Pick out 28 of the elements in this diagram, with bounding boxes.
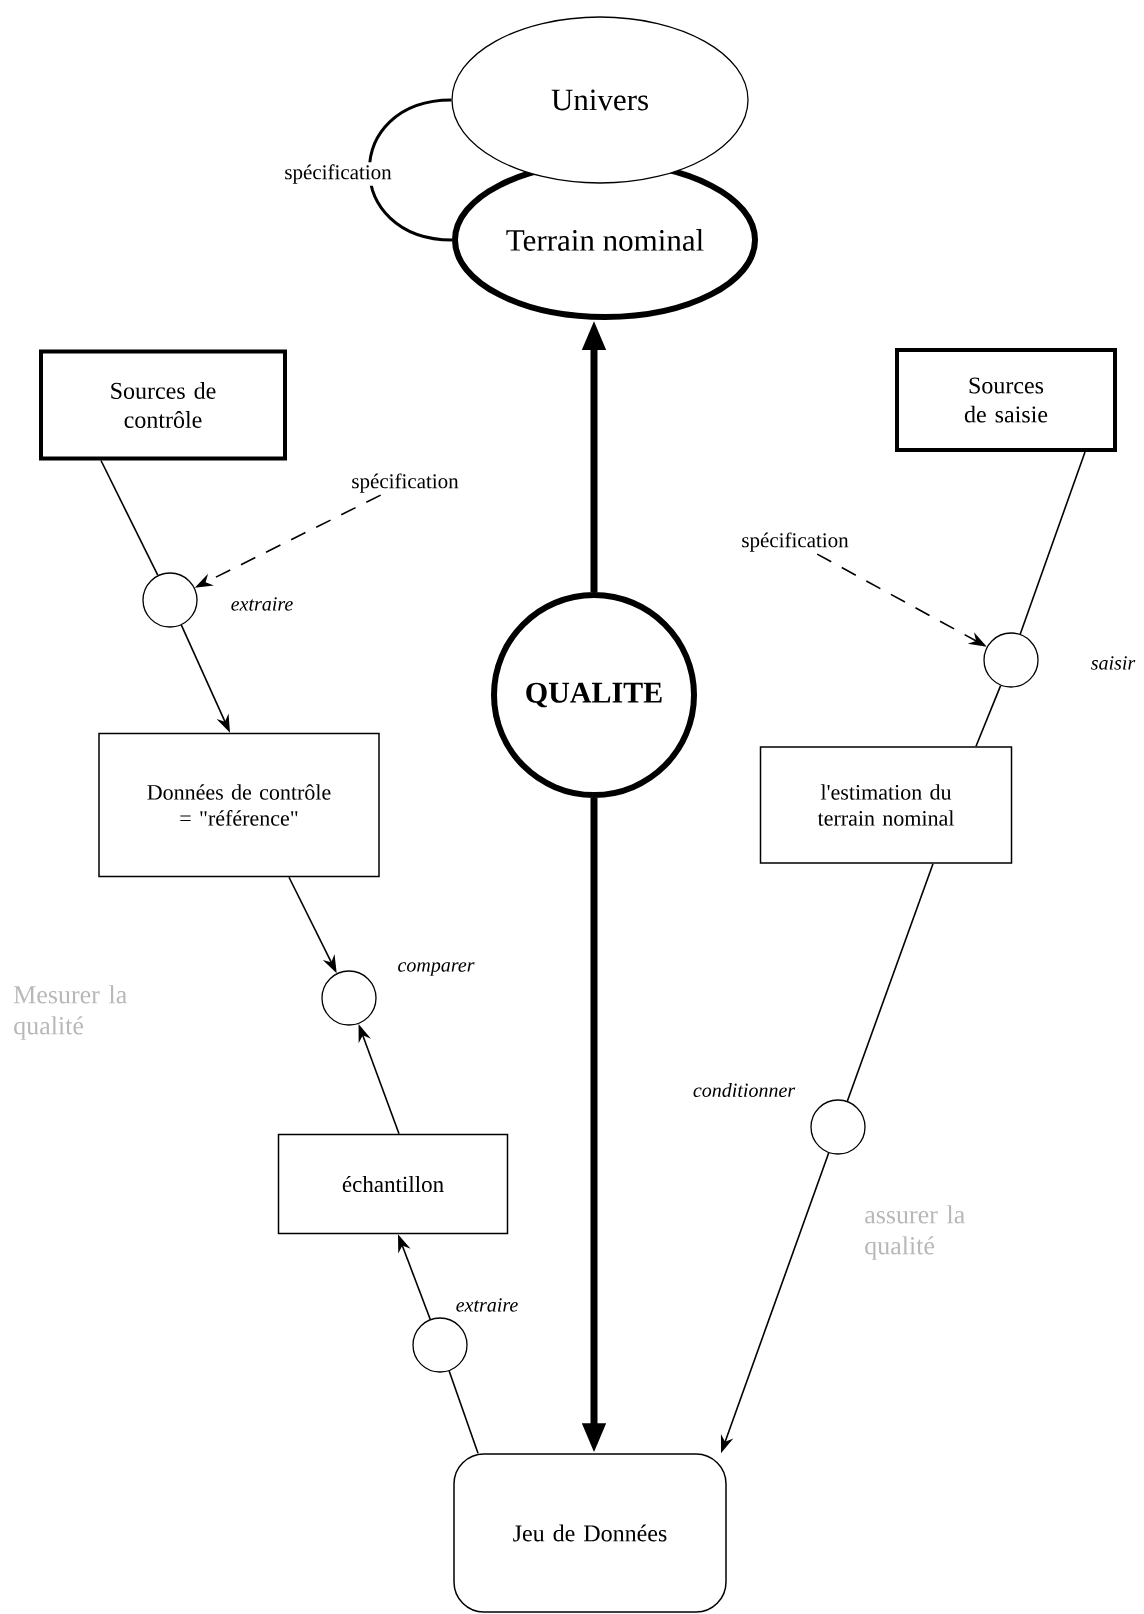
process-circle [810, 1099, 866, 1155]
outline-label: assurer la qualité [865, 1205, 965, 1260]
data-box: Jeu de Données [453, 1453, 727, 1613]
process-circle [321, 970, 377, 1026]
process-box: Sources de saisie [895, 348, 1117, 452]
process-box: Sources de contrôle [39, 349, 287, 461]
outline-label: Mesurer la qualité [13, 985, 127, 1040]
annotation-text: spécification [742, 532, 849, 552]
connector-line [975, 684, 1002, 748]
edge-label: spécification [282, 162, 394, 186]
loop-line [368, 98, 453, 242]
ellipse-node: Univers [451, 16, 749, 184]
annotation-text: spécification [352, 473, 459, 493]
process-box: l'estimation du terrain nominal [759, 746, 1013, 864]
process-circle [983, 632, 1039, 688]
process-label: extraire [231, 597, 293, 611]
process-box: Données de contrôle = "référence" [98, 732, 380, 878]
process-circle [142, 572, 198, 628]
connector-line [448, 1370, 479, 1455]
connector-line [1019, 451, 1086, 635]
process-label: comparer [398, 962, 475, 976]
process-circle [412, 1317, 468, 1373]
connector-line [846, 862, 934, 1102]
process-label: conditionner [693, 1082, 796, 1098]
process-label: saisir [1091, 656, 1136, 670]
process-label: extraire [456, 1298, 518, 1312]
connector-line [100, 459, 159, 576]
process-box: échantillon [277, 1133, 509, 1235]
